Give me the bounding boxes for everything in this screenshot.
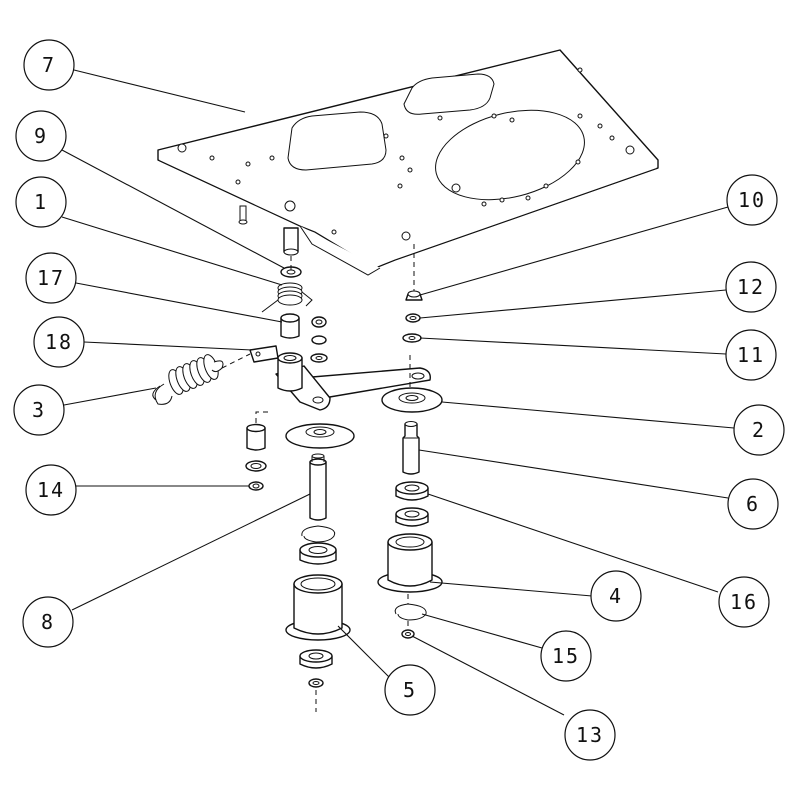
callout-10: 10: [726, 174, 778, 226]
arm-hardware: [310, 316, 328, 363]
mounting-plate: [157, 49, 659, 276]
callout-label: 5: [403, 678, 417, 702]
callout-5: 5: [384, 664, 436, 716]
callout-17: 17: [25, 252, 77, 304]
callout-12: 12: [725, 261, 777, 313]
callout-label: 8: [41, 610, 55, 634]
callout-label: 6: [746, 492, 760, 516]
callout-11: 11: [725, 329, 777, 381]
callout-9: 9: [15, 110, 67, 162]
callout-14: 14: [25, 464, 77, 516]
callout-8: 8: [22, 596, 74, 648]
idler-arm: [249, 345, 431, 411]
callout-label: 2: [752, 418, 766, 442]
callout-label: 15: [552, 644, 580, 668]
callout-label: 14: [37, 478, 65, 502]
callout-label: 17: [37, 266, 65, 290]
callout-label: 16: [730, 590, 758, 614]
callout-18: 18: [33, 316, 85, 368]
upper-pivot-stack: [261, 266, 313, 339]
callout-label: 4: [609, 584, 623, 608]
callout-label: 7: [42, 53, 56, 77]
callout-label: 3: [32, 398, 46, 422]
extension-spring: [152, 353, 251, 405]
callout-6: 6: [727, 478, 779, 530]
leader-lines: [61, 69, 735, 716]
right-pulley-stack: [377, 290, 443, 639]
callout-3: 3: [13, 384, 65, 436]
callout-1: 1: [15, 176, 67, 228]
torsion-spring: [261, 282, 313, 313]
callout-13: 13: [564, 709, 616, 761]
callout-label: 10: [738, 188, 766, 212]
left-pulley-stack: [245, 423, 355, 688]
callout-16: 16: [718, 576, 770, 628]
callout-label: 11: [737, 343, 765, 367]
callout-4: 4: [590, 570, 642, 622]
callout-label: 18: [45, 330, 73, 354]
callout-7: 7: [23, 39, 75, 91]
callout-label: 9: [34, 124, 48, 148]
centerline-arm-to-spacer: [255, 411, 268, 428]
callout-15: 15: [540, 630, 592, 682]
callout-2: 2: [733, 404, 785, 456]
callout-label: 12: [737, 275, 765, 299]
callout-label: 13: [576, 723, 604, 747]
callout-label: 1: [34, 190, 48, 214]
